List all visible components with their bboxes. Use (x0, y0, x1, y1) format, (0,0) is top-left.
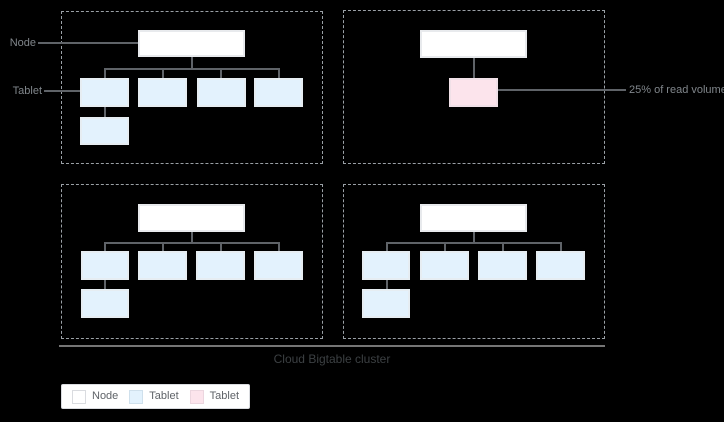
connector-line (386, 279, 388, 290)
node-group-1 (61, 11, 323, 164)
tablet-box (81, 251, 129, 280)
tablet-box (197, 78, 246, 107)
connector-line (104, 242, 280, 244)
connector-line (104, 68, 280, 70)
legend: Node Tablet Tablet (61, 384, 251, 409)
tablet-swatch (129, 389, 144, 404)
node-callout-line (38, 42, 138, 44)
tablet-callout-label: Tablet (12, 85, 42, 97)
node-callout-label: Node (9, 37, 36, 49)
connector-line (220, 68, 222, 79)
legend-label: Node (92, 390, 119, 402)
connector-line (278, 68, 280, 79)
connector-line (473, 57, 475, 78)
connector-line (191, 231, 193, 243)
connector-line (220, 242, 222, 252)
hot-tablet-callout-label: 25% of read volume (629, 84, 724, 96)
tablet-box (254, 78, 303, 107)
tablet-box (362, 289, 410, 318)
node-box (420, 30, 527, 58)
tablet-box (362, 251, 410, 280)
hot-tablet-swatch (189, 389, 204, 404)
node-group-4 (343, 184, 605, 339)
legend-item-tablet: Tablet (129, 389, 179, 404)
hot-tablet-box (449, 78, 498, 107)
node-box (420, 204, 527, 232)
connector-line (560, 242, 562, 252)
connector-line (386, 242, 388, 252)
connector-line (444, 242, 446, 252)
node-group-3 (61, 184, 323, 339)
node-swatch (72, 389, 86, 404)
tablet-box (138, 251, 187, 280)
connector-line (104, 68, 106, 79)
connector-line (162, 68, 164, 79)
tablet-callout-line (44, 90, 80, 92)
legend-item-hot-tablet: Tablet (189, 389, 240, 404)
connector-line (473, 231, 475, 243)
tablet-box (420, 251, 469, 280)
connector-line (191, 56, 193, 69)
tablet-box (196, 251, 245, 280)
legend-label: Tablet (149, 390, 179, 402)
tablet-box (80, 78, 129, 107)
legend-label: Tablet (209, 390, 240, 402)
legend-item-node: Node (72, 389, 119, 404)
connector-line (502, 242, 504, 252)
connector-line (386, 242, 562, 244)
tablet-box (254, 251, 303, 280)
tablet-box (478, 251, 527, 280)
connector-line (162, 242, 164, 252)
node-group-2 (343, 10, 605, 164)
cluster-separator-line (59, 345, 605, 347)
tablet-box (138, 78, 187, 107)
node-box (138, 204, 245, 232)
hot-tablet-callout-line (498, 89, 626, 91)
connector-line (104, 106, 106, 118)
tablet-box (80, 117, 129, 145)
cluster-caption: Cloud Bigtable cluster (273, 352, 391, 366)
node-box (138, 30, 245, 57)
tablet-box (536, 251, 585, 280)
connector-line (104, 242, 106, 252)
connector-line (104, 279, 106, 290)
tablet-box (81, 289, 129, 318)
connector-line (278, 242, 280, 252)
